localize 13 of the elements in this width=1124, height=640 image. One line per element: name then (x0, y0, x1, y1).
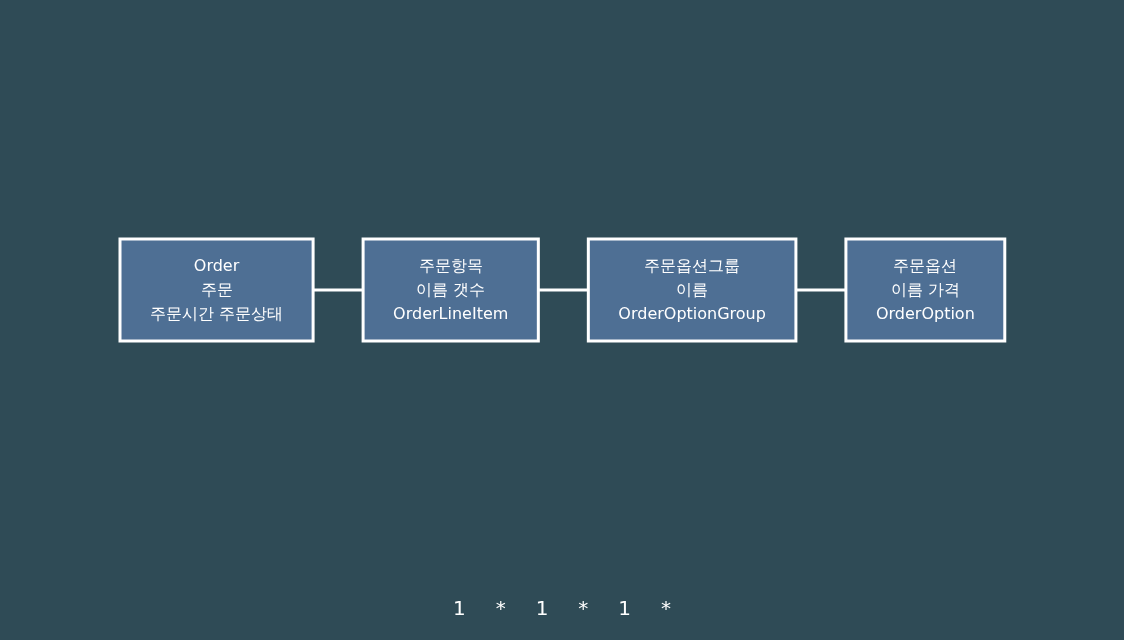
multiplicity-label: 1 (452, 596, 466, 620)
node-box: Order 주문 주문시간 주문상태 (118, 237, 315, 343)
multiplicity-label: * (578, 596, 589, 620)
connector (795, 288, 846, 292)
node-box: 주문옵션그룹 이름 OrderOptionGroup (586, 237, 797, 343)
multiplicity-label: * (495, 596, 506, 620)
node-box: 주문옵션 이름 가격 OrderOption (844, 237, 1006, 343)
connector (312, 288, 363, 292)
connector (537, 288, 588, 292)
multiplicity-label: 1 (535, 596, 549, 620)
multiplicity-label: * (661, 596, 672, 620)
node-box: 주문항목 이름 갯수 OrderLineItem (361, 237, 540, 343)
multiplicity-label: 1 (618, 596, 632, 620)
